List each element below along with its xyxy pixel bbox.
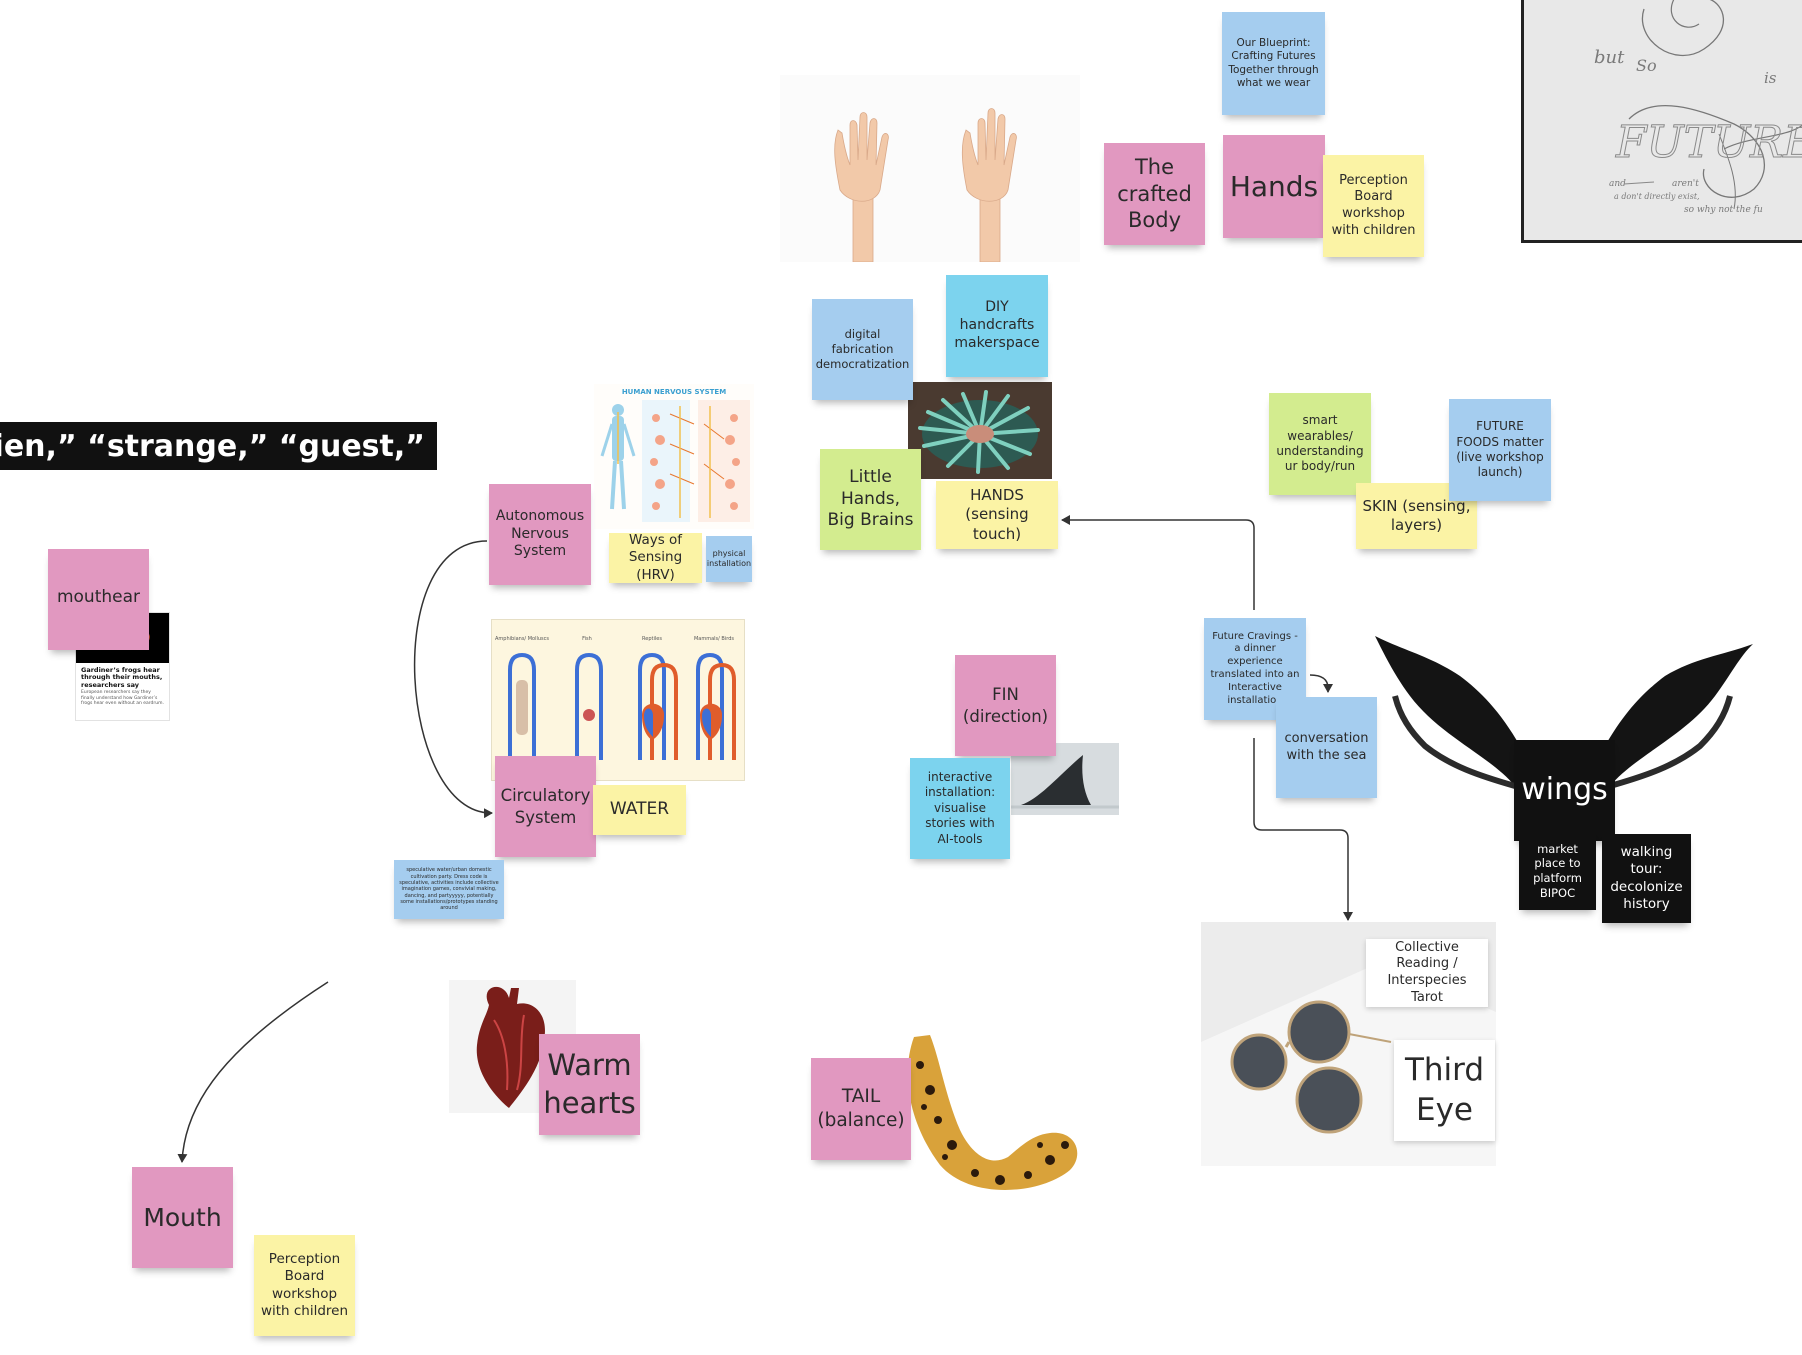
sticky-fin[interactable]: FIN (direction) bbox=[955, 655, 1056, 756]
circ-label-reptiles: Reptiles bbox=[642, 636, 662, 642]
sticky-fin-text: FIN (direction) bbox=[962, 685, 1049, 726]
connector-to-mouth[interactable] bbox=[177, 981, 329, 1163]
sticky-blueprint-text: Our Blueprint: Crafting Futures Together… bbox=[1228, 36, 1319, 89]
sketch-phrase-why-not: so why not the fu bbox=[1684, 205, 1763, 215]
sticky-little-hands[interactable]: Little Hands, Big Brains bbox=[820, 449, 921, 550]
sticky-speculative-party-text: speculative water/urban domestic cultiva… bbox=[399, 867, 499, 912]
sticky-mouth-text: Mouth bbox=[143, 1202, 222, 1232]
sticky-digital-fabrication[interactable]: digital fabrication democratization bbox=[812, 299, 913, 400]
sticky-market-place-text: market place to platform BIPOC bbox=[1533, 841, 1582, 900]
sticky-conversation-sea[interactable]: conversation with the sea bbox=[1276, 697, 1377, 798]
sticky-tail-text: TAIL (balance) bbox=[817, 1086, 905, 1131]
quote-banner[interactable]: g “alien,” “strange,” “guest,” bbox=[0, 422, 437, 470]
sticky-future-foods-text: FUTURE FOODS matter (live workshop launc… bbox=[1456, 419, 1544, 480]
sticky-collective-reading-text: Collective Reading / Interspecies Tarot bbox=[1387, 939, 1467, 1005]
nervous-diagram-title: HUMAN NERVOUS SYSTEM bbox=[622, 388, 726, 396]
sticky-perception-top[interactable]: Perception Board workshop with children bbox=[1323, 155, 1424, 257]
frog-article-headline: Gardiner’s frogs hear through their mout… bbox=[81, 666, 163, 689]
sticky-perception-bottom[interactable]: Perception Board workshop with children bbox=[254, 1235, 355, 1336]
connector-cravings-to-conversation[interactable] bbox=[1309, 674, 1333, 693]
sticky-interactive-installation[interactable]: interactive installation: visualise stor… bbox=[910, 758, 1010, 859]
sticky-skin-text: SKIN (sensing, layers) bbox=[1362, 496, 1471, 534]
circulatory-drawing: Amphibians/ Molluscs Fish Reptiles Mamma… bbox=[495, 636, 736, 760]
sticky-third-eye[interactable]: Third Eye bbox=[1394, 1040, 1495, 1141]
sticky-smart-wearables[interactable]: smart wearables/ understanding ur body/r… bbox=[1269, 393, 1371, 495]
sticky-hands-title[interactable]: Hands bbox=[1223, 135, 1325, 238]
sticky-mouthear-text: mouthear bbox=[56, 587, 141, 607]
sticky-perception-bottom-text: Perception Board workshop with children bbox=[260, 1250, 349, 1319]
sticky-perception-top-text: Perception Board workshop with children bbox=[1331, 172, 1416, 238]
sticky-wings-text: wings bbox=[1521, 772, 1608, 808]
human-nervous-system-diagram[interactable]: HUMAN NERVOUS SYSTEM bbox=[594, 384, 754, 529]
sticky-future-cravings-text: Future Cravings - a dinner experience tr… bbox=[1210, 630, 1300, 706]
sketch-word-so: So bbox=[1636, 56, 1657, 75]
sticky-circulatory-system-text: Circulatory System bbox=[500, 786, 591, 827]
sticky-hands-title-text: Hands bbox=[1229, 169, 1319, 203]
circ-label-fish: Fish bbox=[582, 636, 592, 642]
sticky-warm-hearts-text: Warm hearts bbox=[543, 1048, 636, 1120]
quote-banner-text: g “alien,” “strange,” “guest,” bbox=[0, 428, 425, 464]
sticky-wings[interactable]: wings bbox=[1514, 740, 1615, 841]
sticky-physical-installation-text: physical installation bbox=[706, 548, 752, 568]
sketch-drawing: but So is FUTURE and aren't a don't dire… bbox=[1524, 0, 1802, 240]
sticky-circulatory-system[interactable]: Circulatory System bbox=[495, 756, 596, 857]
sticky-ways-of-sensing-text: Ways of Sensing (HRV) bbox=[628, 532, 683, 583]
sticky-market-place[interactable]: market place to platform BIPOC bbox=[1519, 832, 1596, 910]
sticky-autonomous-nervous[interactable]: Autonomous Nervous System bbox=[489, 484, 591, 585]
sketch-word-is: is bbox=[1764, 69, 1777, 87]
tail-drawing bbox=[907, 1035, 1078, 1190]
sticky-autonomous-nervous-text: Autonomous Nervous System bbox=[495, 507, 585, 560]
sticky-crafted-body-text: The crafted Body bbox=[1117, 154, 1192, 233]
sticky-digital-fabrication-text: digital fabrication democratization bbox=[815, 327, 910, 371]
sticky-walking-tour[interactable]: walking tour: decolonize history bbox=[1602, 834, 1691, 923]
sticky-future-foods[interactable]: FUTURE FOODS matter (live workshop launc… bbox=[1449, 399, 1551, 501]
sticky-tail[interactable]: TAIL (balance) bbox=[811, 1058, 911, 1160]
sticky-crafted-body[interactable]: The crafted Body bbox=[1104, 143, 1205, 245]
circ-label-mammals: Mammals/ Birds bbox=[694, 636, 734, 642]
sticky-warm-hearts[interactable]: Warm hearts bbox=[539, 1034, 640, 1135]
sticky-hands-touch[interactable]: HANDS (sensing touch) bbox=[936, 481, 1058, 549]
sticky-little-hands-text: Little Hands, Big Brains bbox=[827, 466, 914, 531]
sticky-physical-installation[interactable]: physical installation bbox=[706, 536, 752, 582]
sticky-walking-tour-text: walking tour: decolonize history bbox=[1610, 843, 1683, 912]
sticky-mouth[interactable]: Mouth bbox=[132, 1167, 233, 1268]
sticky-third-eye-text: Third Eye bbox=[1404, 1051, 1485, 1128]
frog-article-body: European researchers say they finally un… bbox=[81, 690, 164, 707]
sticky-hands-touch-text: HANDS (sensing touch) bbox=[965, 486, 1029, 543]
heart-drawing bbox=[476, 986, 545, 1108]
hands-drawing bbox=[834, 108, 1017, 263]
black-wings-image[interactable] bbox=[1370, 636, 1755, 836]
sticky-interactive-installation-text: interactive installation: visualise stor… bbox=[924, 770, 996, 846]
sticky-collective-reading[interactable]: Collective Reading / Interspecies Tarot bbox=[1366, 939, 1488, 1007]
connector-autonomous-to-circulatory[interactable] bbox=[413, 540, 493, 819]
sticky-water-text: WATER bbox=[609, 799, 670, 820]
sticky-water[interactable]: WATER bbox=[593, 785, 686, 835]
sticky-smart-wearables-text: smart wearables/ understanding ur body/r… bbox=[1276, 413, 1364, 474]
sticky-speculative-party[interactable]: speculative water/urban domestic cultiva… bbox=[394, 860, 504, 919]
sketch-word-arent: aren't bbox=[1672, 179, 1699, 189]
raised-hands-image[interactable] bbox=[780, 75, 1080, 263]
circ-label-amphibians: Amphibians/ Molluscs bbox=[495, 636, 549, 642]
sticky-conversation-sea-text: conversation with the sea bbox=[1284, 730, 1369, 763]
circulatory-system-diagram[interactable]: Amphibians/ Molluscs Fish Reptiles Mamma… bbox=[491, 619, 745, 781]
connector-cravings-to-hands[interactable] bbox=[1061, 515, 1255, 610]
sketch-word-future: FUTURE bbox=[1615, 117, 1802, 168]
sticky-diy-makerspace-text: DIY handcrafts makerspace bbox=[954, 299, 1040, 351]
anemone-drawing bbox=[908, 382, 1052, 479]
sticky-diy-makerspace[interactable]: DIY handcrafts makerspace bbox=[946, 275, 1048, 377]
sketch-word-but: but bbox=[1594, 47, 1625, 68]
nervous-system-drawing: HUMAN NERVOUS SYSTEM bbox=[600, 388, 750, 522]
leopard-tail-image[interactable] bbox=[900, 1035, 1082, 1195]
sticky-blueprint[interactable]: Our Blueprint: Crafting Futures Together… bbox=[1222, 12, 1325, 115]
sea-anemone-image[interactable] bbox=[908, 382, 1052, 479]
sticky-ways-of-sensing[interactable]: Ways of Sensing (HRV) bbox=[609, 532, 702, 583]
sticky-mouthear[interactable]: mouthear bbox=[48, 549, 149, 650]
wings-drawing bbox=[1375, 636, 1753, 789]
sketch-word-and: and bbox=[1609, 179, 1626, 189]
handwritten-sketch-image[interactable]: but So is FUTURE and aren't a don't dire… bbox=[1521, 0, 1802, 243]
sketch-phrase-exist: a don't directly exist, bbox=[1614, 192, 1700, 201]
